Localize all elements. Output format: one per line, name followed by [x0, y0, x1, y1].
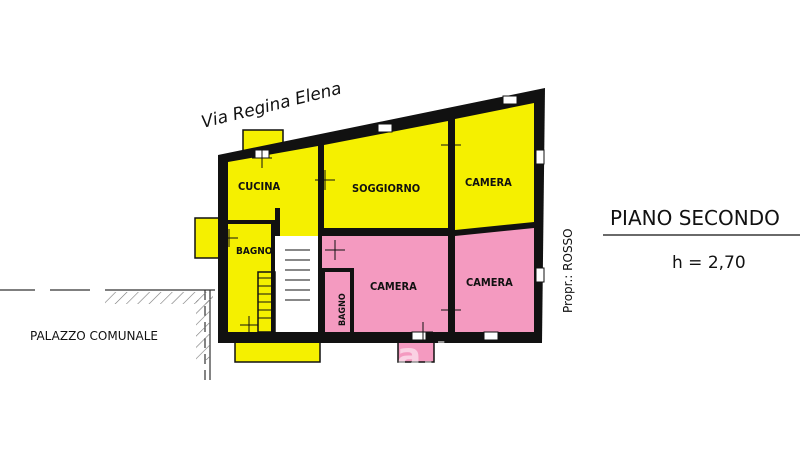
- floor-height: h = 2,70: [672, 253, 746, 273]
- label-soggiorno: SOGGIORNO: [352, 182, 420, 195]
- label-cucina: CUCINA: [238, 180, 281, 193]
- owner-label: Propr.: ROSSO: [561, 228, 575, 313]
- neighbor-label: PALAZZO COMUNALE: [30, 329, 158, 343]
- balcony-left: [194, 217, 220, 259]
- room-camera-right-fill: [455, 228, 534, 332]
- room-soggiorno-fill: [324, 121, 448, 228]
- room-bagno-small-fill: [325, 272, 350, 332]
- label-bagno-left: BAGNO: [236, 246, 273, 257]
- watermark: casa.it: [330, 336, 465, 377]
- label-bagno-small: BAGNO: [338, 293, 348, 326]
- hatched-boundary-vertical: [196, 300, 210, 360]
- room-camera-top-fill: [455, 103, 534, 230]
- hatched-boundary: [105, 292, 213, 304]
- label-camera-right: CAMERA: [466, 276, 513, 289]
- street-label: Via Regina Elena: [199, 79, 343, 133]
- door-crosses: [220, 135, 461, 342]
- stairs-area: [275, 236, 318, 332]
- stairs-left-strip: [257, 271, 276, 333]
- label-camera-mid: CAMERA: [370, 280, 417, 293]
- label-camera-top: CAMERA: [465, 176, 512, 189]
- room-cucina-fill: [228, 146, 318, 220]
- floor-title: PIANO SECONDO: [610, 206, 780, 230]
- room-corridor-fill: [280, 206, 318, 236]
- stairs-steps: [258, 249, 310, 319]
- room-camera-mid-fill: [322, 236, 448, 332]
